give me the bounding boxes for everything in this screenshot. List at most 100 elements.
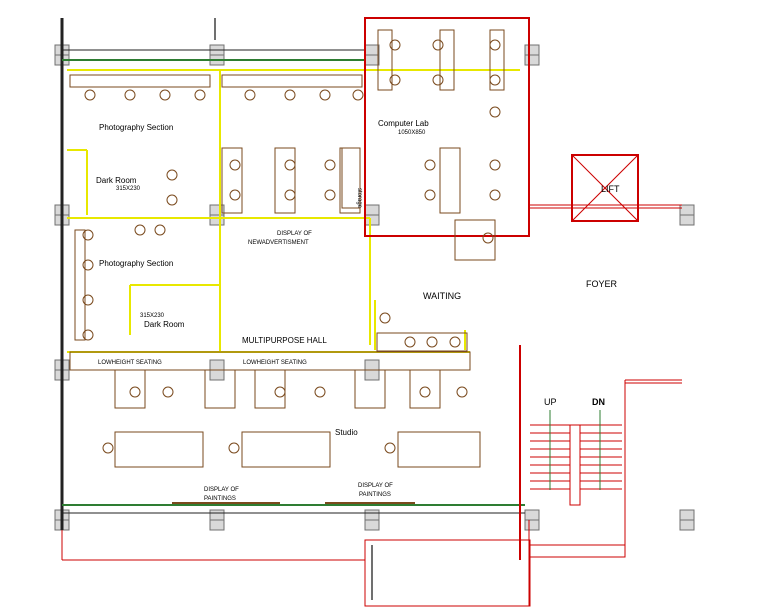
chair-cl3: [284, 189, 296, 201]
chair-cl9: [489, 189, 501, 201]
chair-ls0: [129, 386, 141, 398]
display-paintings-label-2a: DISPLAY OF: [358, 483, 393, 489]
computer-lab-red-wall: [364, 17, 530, 237]
chair-cl2: [284, 159, 296, 171]
chair-lab2: [489, 39, 501, 51]
dark-room-size-1: 315X230: [116, 186, 141, 192]
desk-photo-top-2: [221, 74, 363, 88]
stair-down-label: DN: [592, 397, 605, 407]
desk-photo-mid: [74, 229, 86, 341]
photography-section-label-mid: Photography Section: [99, 259, 174, 268]
waiting-label: WAITING: [423, 291, 462, 301]
chair-cl5: [324, 189, 336, 201]
chair-st1: [228, 442, 240, 454]
display-advert-label-2: NEWADVERTISMENT: [248, 240, 309, 246]
desk-ls4: [409, 369, 441, 409]
chair-pm2: [82, 294, 94, 306]
stair-landing: [529, 544, 626, 558]
lift-label: LIFT: [601, 184, 620, 194]
studio-label: Studio: [335, 428, 358, 437]
desk-photo-top-1: [69, 74, 211, 88]
display-paintings-label-1b: PAINTINGS: [204, 496, 236, 502]
chair-rec: [482, 232, 494, 244]
storage-box: [341, 147, 361, 209]
chair-st0: [102, 442, 114, 454]
chair-pt20: [244, 89, 256, 101]
desk-lab-3: [489, 29, 505, 91]
chair-dr3: [166, 194, 178, 206]
desk-cl-2: [274, 147, 296, 214]
staircase: [530, 410, 622, 506]
chair-cl0: [229, 159, 241, 171]
chair-ls1: [162, 386, 174, 398]
chair-pt3: [194, 89, 206, 101]
desk-lab-1: [377, 29, 393, 91]
multipurpose-hall-label: MULTIPURPOSE HALL: [242, 336, 327, 345]
desk-lab-2: [439, 29, 455, 91]
computer-lab-label: Computer Lab: [378, 119, 429, 128]
chair-cl6: [424, 159, 436, 171]
dark-room-label-1: Dark Room: [96, 176, 137, 185]
chair-wt1: [404, 336, 416, 348]
chair-pm0: [82, 229, 94, 241]
chair-lab0: [389, 39, 401, 51]
desk-cl-4: [439, 147, 461, 214]
chair-pt22: [319, 89, 331, 101]
red-core-walls: [61, 17, 682, 607]
chair-lab6: [489, 106, 501, 118]
desk-studio-3: [397, 431, 481, 468]
chair-ls3: [314, 386, 326, 398]
display-paintings-label-1a: DISPLAY OF: [204, 487, 239, 493]
desk-studio-1: [114, 431, 204, 468]
storage-label: storage: [356, 188, 362, 209]
desk-ls2: [254, 369, 286, 409]
chair-pt21: [284, 89, 296, 101]
chair-wt3: [449, 336, 461, 348]
chair-ls2: [274, 386, 286, 398]
chair-cl4: [324, 159, 336, 171]
waiting-bench: [376, 332, 468, 352]
chair-lab3: [389, 74, 401, 86]
photography-section-label-top: Photography Section: [99, 123, 174, 132]
chair-pt0: [84, 89, 96, 101]
stair-well: [569, 424, 581, 506]
desk-ls1: [204, 369, 236, 409]
chair-pt2: [159, 89, 171, 101]
chair-dr0: [134, 224, 146, 236]
chair-cl1: [229, 189, 241, 201]
lowheight-seating-label-2: LOWHEIGHT SEATING: [243, 360, 307, 366]
chair-wt0: [379, 312, 391, 324]
chair-st2: [384, 442, 396, 454]
south-annex: [364, 539, 531, 607]
chair-pm1: [82, 259, 94, 271]
lowheight-seating-label-1: LOWHEIGHT SEATING: [98, 360, 162, 366]
chair-lab4: [432, 74, 444, 86]
chair-dr1: [154, 224, 166, 236]
chair-pm3: [82, 329, 94, 341]
furniture-layout: [69, 29, 505, 504]
chair-lab1: [432, 39, 444, 51]
dark-room-size-2: 315X230: [140, 313, 165, 319]
chair-dr2: [166, 169, 178, 181]
desk-ls0: [114, 369, 146, 409]
chair-pt1: [124, 89, 136, 101]
desk-studio-2: [241, 431, 331, 468]
lift-diag-2: [571, 154, 639, 222]
chair-pt23: [352, 89, 364, 101]
chair-wt2: [426, 336, 438, 348]
reception-desk: [454, 219, 496, 261]
foyer-label: FOYER: [586, 279, 618, 289]
chair-ls4: [419, 386, 431, 398]
lift-shaft: [571, 154, 639, 222]
interior-partitions: [67, 69, 520, 353]
computer-lab-size: 1050X850: [398, 130, 426, 136]
dark-room-label-2: Dark Room: [144, 320, 185, 329]
chair-ls5: [456, 386, 468, 398]
exterior-walls: [60, 18, 525, 530]
desk-ls3: [354, 369, 386, 409]
stair-up-label: UP: [544, 397, 557, 407]
display-advert-label-1: DISPLAY OF: [277, 231, 312, 237]
chair-cl8: [489, 159, 501, 171]
chair-cl7: [424, 189, 436, 201]
